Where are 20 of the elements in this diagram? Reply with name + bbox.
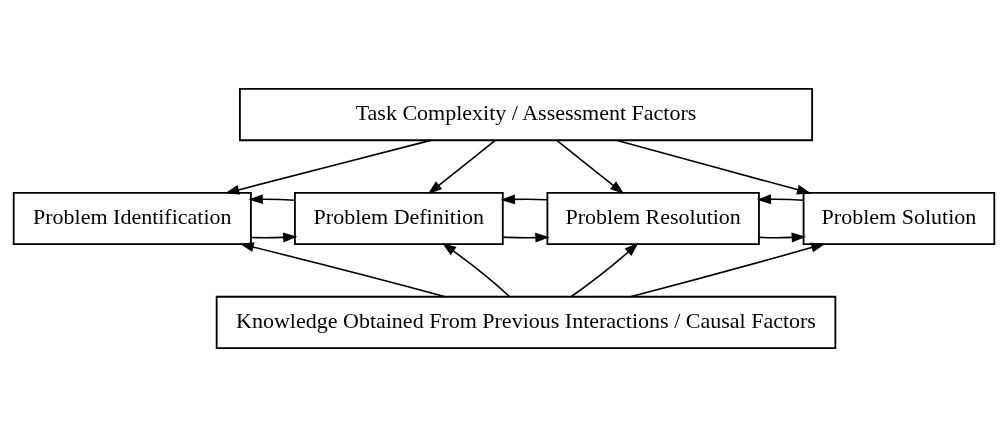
node-box: Problem Identification bbox=[12, 191, 252, 246]
arrow bbox=[248, 194, 296, 205]
arrow bbox=[570, 242, 639, 298]
arrow bbox=[756, 194, 805, 205]
arrow bbox=[427, 139, 496, 195]
node-box: Problem Solution bbox=[802, 191, 996, 246]
arrow bbox=[556, 139, 625, 195]
arrow bbox=[225, 139, 432, 195]
arrow bbox=[629, 242, 826, 298]
arrow bbox=[758, 232, 806, 243]
arrow bbox=[615, 139, 812, 195]
arrow bbox=[250, 232, 298, 243]
arrow bbox=[502, 232, 550, 243]
arrow bbox=[239, 242, 447, 298]
node-box: Problem Resolution bbox=[546, 191, 760, 246]
arrow bbox=[442, 242, 511, 298]
node-box: Task Complexity / Assessment Factors bbox=[238, 87, 814, 142]
arrow bbox=[500, 194, 548, 205]
node-box: Problem Definition bbox=[294, 191, 504, 246]
node-box: Knowledge Obtained From Previous Interactions / Causal Factors bbox=[215, 295, 837, 350]
